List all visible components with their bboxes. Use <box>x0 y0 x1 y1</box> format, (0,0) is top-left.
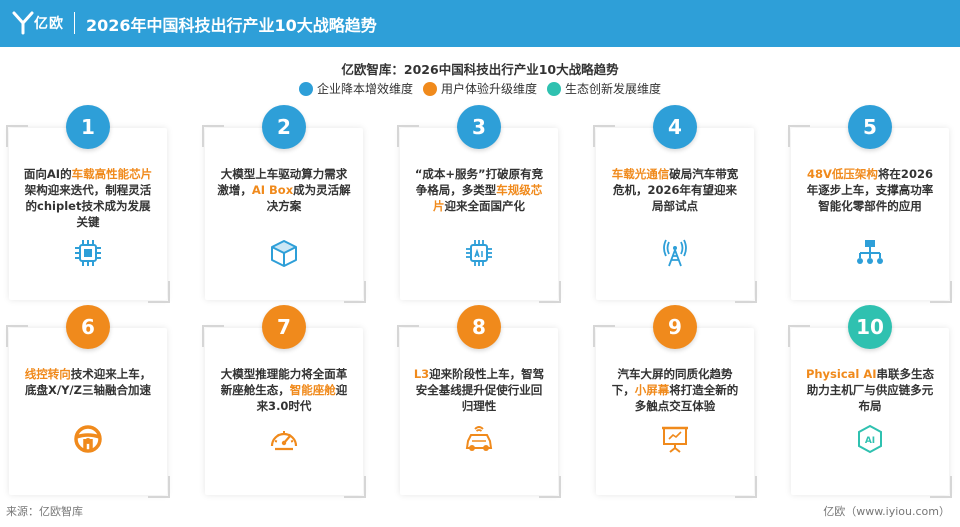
card-corner-decoration <box>930 281 952 303</box>
header-bar: 亿欧 2026年中国科技出行产业10大战略趋势 <box>0 0 960 47</box>
chip-icon <box>75 240 101 266</box>
chart-subtitle: 亿欧智库：2026中国科技出行产业10大战略趋势 <box>341 62 619 77</box>
legend-label: 企业降本增效维度 <box>316 82 413 96</box>
network-diagram-icon <box>857 240 883 264</box>
description-text: 将打造全新的多触点交互体验 <box>634 383 739 413</box>
trend-card-7: 7 大模型推理能力将全面革新座舱生态，智能座舱迎来3.0时代 <box>202 305 366 498</box>
description-text: 大模型上车驱动算力需求激增， <box>217 167 348 197</box>
trend-description: 车载光通信破局汽车带宽危机，2026年有望迎来局部试点 <box>608 166 742 214</box>
trend-card-6: 6 线控转向技术迎来上车，底盘X/Y/Z三轴融合加速 <box>6 305 170 498</box>
trend-number-badge: 3 <box>457 105 501 149</box>
trend-number-badge: 5 <box>848 105 892 149</box>
description-text: 成为灵活解决方案 <box>266 183 351 213</box>
screen-board-icon <box>662 426 688 453</box>
highlight-text: 线控转向 <box>24 367 71 381</box>
description-text: 破局汽车带宽危机，2026年有望迎来局部试点 <box>612 167 739 213</box>
description-text: 迎来全面国产化 <box>444 199 526 213</box>
legend-item-experience: 用户体验升级维度 <box>422 80 537 97</box>
trend-card-9: 9 汽车大屏的同质化趋势下，小屏幕将打造全新的多触点交互体验 <box>593 305 757 498</box>
legend-dot-orange <box>422 81 437 96</box>
description-text: 大模型推理能力将全面革新座舱生态， <box>220 367 348 397</box>
legend-dot-teal <box>547 81 561 96</box>
description-text: 将在2026年逐步上车，支撑高功率智能化零部件的应用 <box>806 167 934 213</box>
description-text: 技术迎来上车，底盘X/Y/Z三轴融合加速 <box>25 367 152 397</box>
highlight-text: 48V低压架构 <box>807 167 878 181</box>
highlight-text: AI Box <box>251 183 294 197</box>
trend-number-badge: 7 <box>262 305 306 349</box>
header-divider <box>74 12 75 34</box>
processor-icon <box>466 240 492 266</box>
page-title: 2026年中国科技出行产业10大战略趋势 <box>86 16 377 35</box>
highlight-text: L3 <box>413 367 430 381</box>
trend-number-badge: 2 <box>262 105 306 149</box>
card-corner-decoration <box>539 476 561 498</box>
legend: 企业降本增效维度 用户体验升级维度 生态创新发展维度 <box>0 80 960 97</box>
trend-number-badge: 8 <box>457 305 501 349</box>
description-text: “成本+服务”打破原有竞争格局，多类型 <box>414 167 544 197</box>
legend-dot-blue <box>298 81 313 96</box>
trend-card-5: 5 48V低压架构将在2026年逐步上车，支撑高功率智能化零部件的应用 <box>788 105 952 303</box>
legend-item-cost: 企业降本增效维度 <box>298 80 413 97</box>
trend-description: 面向AI的车载高性能芯片架构迎来迭代，制程灵活的chiplet技术成为发展关键 <box>21 166 155 230</box>
footer-site: 亿欧（www.iyiou.com） <box>823 505 950 518</box>
description-text: 串联多生态助力主机厂与供应链多元布局 <box>806 367 935 413</box>
trend-description: Physical AI串联多生态助力主机厂与供应链多元布局 <box>803 366 937 414</box>
card-corner-decoration <box>735 281 757 303</box>
card-corner-decoration <box>539 281 561 303</box>
trend-description: 线控转向技术迎来上车，底盘X/Y/Z三轴融合加速 <box>21 366 155 398</box>
trend-number-badge: 4 <box>653 105 697 149</box>
trend-number-badge: 1 <box>66 105 110 149</box>
trend-description: 48V低压架构将在2026年逐步上车，支撑高功率智能化零部件的应用 <box>803 166 937 214</box>
description-text: 迎来3.0时代 <box>256 383 348 413</box>
highlight-text: Physical AI <box>805 367 877 381</box>
legend-label: 生态创新发展维度 <box>565 82 662 96</box>
highlight-text: 车规级芯片 <box>433 183 543 213</box>
trend-card-2: 2 大模型上车驱动算力需求激增，AI Box成为灵活解决方案 <box>202 105 366 303</box>
description-text: 架构迎来迭代，制程灵活的chiplet技术成为发展关键 <box>24 183 152 229</box>
card-corner-decoration <box>148 281 170 303</box>
autonomous-car-icon <box>465 426 493 451</box>
trend-number-badge: 6 <box>66 305 110 349</box>
card-corner-decoration <box>344 281 366 303</box>
trend-description: L3迎来阶段性上车，智驾安全基线提升促使行业回归理性 <box>412 366 546 414</box>
card-corner-decoration <box>344 476 366 498</box>
brand-name: 亿欧 <box>34 16 64 32</box>
ai-chip-icon: AI <box>858 424 882 454</box>
description-text: 迎来阶段性上车，智驾安全基线提升促使行业回归理性 <box>415 367 545 413</box>
card-corner-decoration <box>930 476 952 498</box>
trend-card-3: 3 “成本+服务”打破原有竞争格局，多类型车规级芯片迎来全面国产化 <box>397 105 561 303</box>
legend-item-ecosystem: 生态创新发展维度 <box>547 80 661 97</box>
trend-number-badge: 10 <box>848 305 892 349</box>
trend-description: “成本+服务”打破原有竞争格局，多类型车规级芯片迎来全面国产化 <box>412 166 546 214</box>
svg-text:AI: AI <box>865 436 875 446</box>
trend-description: 大模型推理能力将全面革新座舱生态，智能座舱迎来3.0时代 <box>217 366 351 414</box>
logo-mark-icon <box>12 11 34 35</box>
speedometer-icon <box>270 431 298 451</box>
legend-label: 用户体验升级维度 <box>440 82 537 96</box>
trend-number-badge: 9 <box>653 305 697 349</box>
trend-description: 汽车大屏的同质化趋势下，小屏幕将打造全新的多触点交互体验 <box>608 366 742 414</box>
description-text: 汽车大屏的同质化趋势下， <box>611 367 733 397</box>
highlight-text: 车载高性能芯片 <box>71 167 153 181</box>
trend-card-4: 4 车载光通信破局汽车带宽危机，2026年有望迎来局部试点 <box>593 105 757 303</box>
trend-description: 大模型上车驱动算力需求激增，AI Box成为灵活解决方案 <box>217 166 351 214</box>
footer-source: 来源：亿欧智库 <box>6 505 83 518</box>
brand-logo: 亿欧 <box>12 9 68 37</box>
card-corner-decoration <box>735 476 757 498</box>
steering-wheel-icon <box>74 425 102 453</box>
trend-card-1: 1 面向AI的车载高性能芯片架构迎来迭代，制程灵活的chiplet技术成为发展关键 <box>6 105 170 303</box>
box-icon <box>271 240 297 267</box>
card-corner-decoration <box>148 476 170 498</box>
highlight-text: 小屏幕 <box>634 383 670 397</box>
highlight-text: 智能座舱 <box>289 383 336 397</box>
signal-tower-icon <box>663 239 687 267</box>
description-text: 面向AI的 <box>23 167 72 181</box>
highlight-text: 车载光通信 <box>611 167 670 181</box>
